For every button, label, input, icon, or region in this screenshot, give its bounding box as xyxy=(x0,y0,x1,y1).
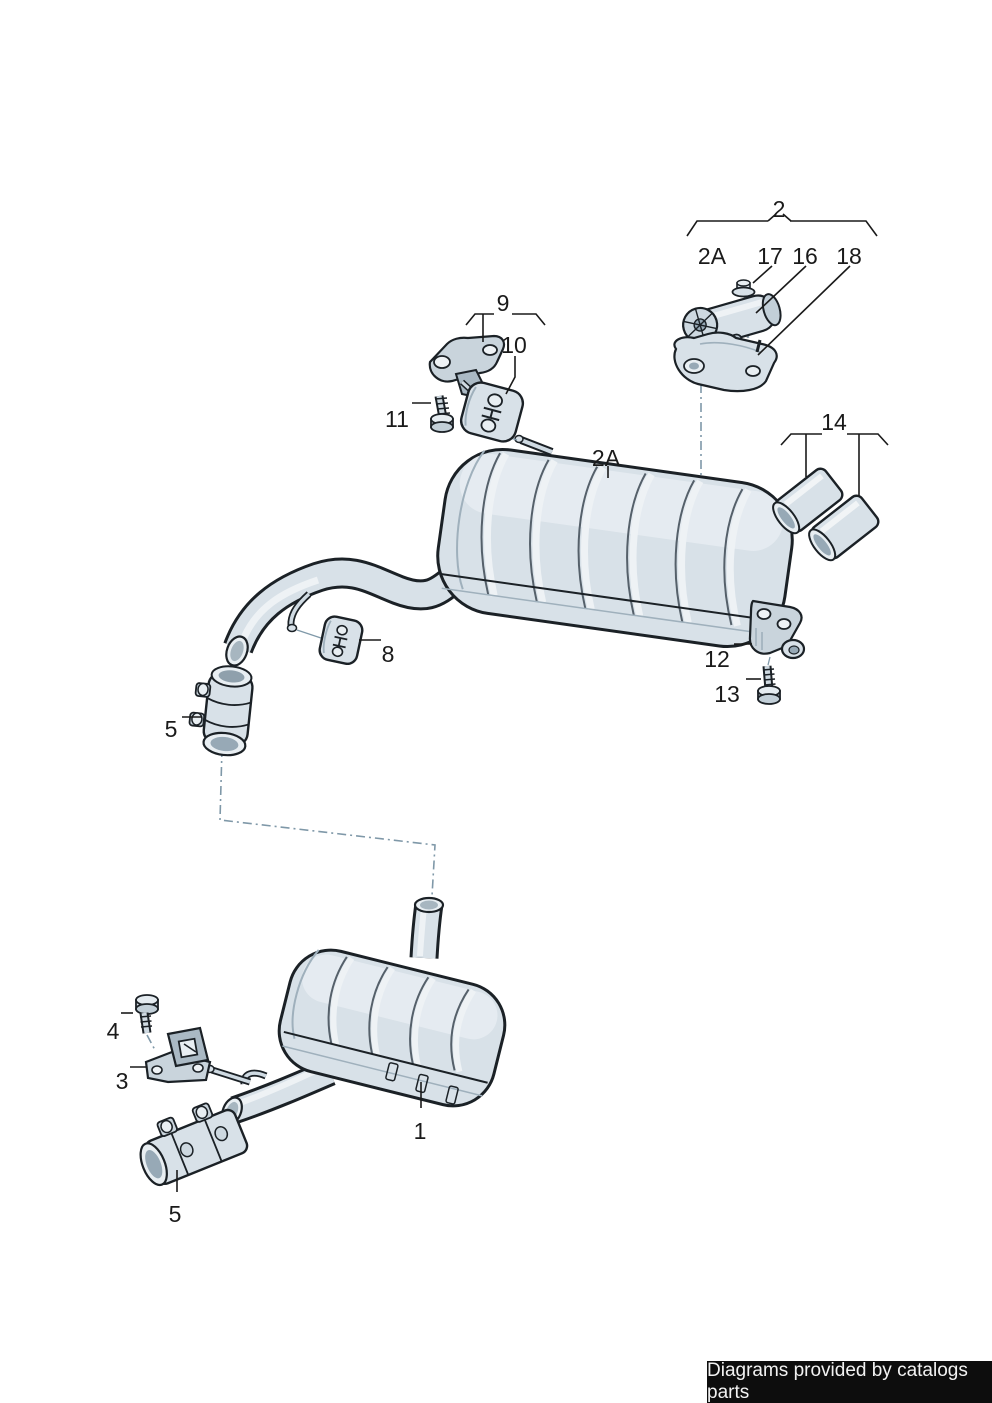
double-clamp-lower xyxy=(139,1102,249,1187)
nut-17 xyxy=(731,279,756,298)
callout-12: 12 xyxy=(704,646,730,672)
callout-3: 3 xyxy=(116,1068,129,1094)
actuator-bracket-18 xyxy=(673,331,778,393)
hanger-bracket-group xyxy=(428,334,525,443)
callout-17: 17 xyxy=(757,243,783,269)
callout-2a-group: 2A xyxy=(698,243,727,269)
footer-credit: Diagrams provided by catalogs parts xyxy=(707,1360,992,1403)
callout-8: 8 xyxy=(382,641,395,667)
callout-14: 14 xyxy=(821,409,847,435)
bolt-4 xyxy=(135,994,159,1034)
callout-13: 13 xyxy=(714,681,740,707)
bolt-13 xyxy=(757,665,781,705)
group-brackets xyxy=(465,213,889,496)
mount-bracket-3 xyxy=(144,1026,212,1084)
rubber-mount-10 xyxy=(459,381,525,443)
callout-5-upper: 5 xyxy=(165,716,178,742)
callout-2: 2 xyxy=(773,196,786,222)
support-bracket-12 xyxy=(748,599,806,660)
callout-2a-silencer: 2A xyxy=(592,445,621,471)
double-clamp-upper xyxy=(188,665,254,757)
callout-9: 9 xyxy=(497,290,510,316)
callout-11: 11 xyxy=(385,406,409,432)
rubber-mount-8 xyxy=(318,615,364,666)
callout-4: 4 xyxy=(107,1018,120,1044)
centre-silencer xyxy=(205,896,507,1126)
callout-10: 10 xyxy=(501,332,527,358)
leader-lines xyxy=(121,265,851,1192)
bolt-11 xyxy=(430,395,454,433)
rear-silencer xyxy=(223,434,794,667)
tailpipe-trims xyxy=(772,467,880,562)
callout-1: 1 xyxy=(414,1118,427,1144)
actuator-assembly xyxy=(673,279,782,393)
callout-18: 18 xyxy=(836,243,862,269)
callout-16: 16 xyxy=(792,243,818,269)
callout-5-lower: 5 xyxy=(169,1201,182,1227)
footer-credit-text: Diagrams provided by catalogs parts xyxy=(707,1360,968,1403)
